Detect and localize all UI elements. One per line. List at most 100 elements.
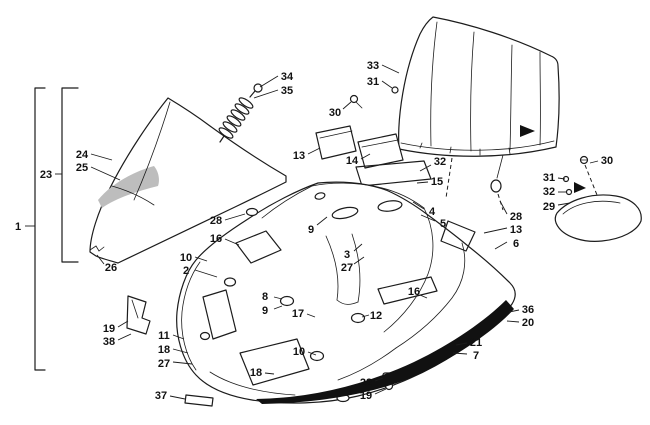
callout-text: 16 (408, 286, 420, 298)
assembly-bracket-side-panel (61, 87, 79, 263)
callout-text: 26 (105, 262, 117, 274)
callout-19-a: 19 (103, 320, 129, 335)
callout-text: 28 (510, 211, 522, 223)
callout-text: 30 (329, 107, 341, 119)
callout-text: 34 (281, 71, 294, 83)
callout-36: 36 (508, 304, 534, 316)
leader-line (172, 334, 185, 340)
callout-text: 18 (158, 344, 170, 356)
deflector-arrow-marker (574, 182, 586, 193)
callout-21: 21 (455, 337, 482, 349)
hood (176, 181, 516, 404)
callout-text: 1 (15, 221, 21, 233)
callout-34: 34 (259, 71, 294, 88)
callout-33: 33 (367, 60, 400, 74)
leader-line (557, 177, 566, 180)
callout-text: 5 (440, 218, 446, 230)
leader-line (117, 320, 129, 328)
callout-text: 22 (360, 377, 372, 389)
leader-line (374, 377, 384, 382)
vent-strip (355, 160, 432, 187)
callout-text: 32 (543, 186, 555, 198)
callout-text: 21 (470, 337, 482, 349)
callout-text: 38 (103, 336, 115, 348)
callout-text: 9 (262, 305, 268, 317)
leader-line (194, 256, 208, 262)
callout-28-b: 28 (499, 200, 522, 223)
leader-line (307, 351, 317, 356)
leader-line (172, 348, 189, 354)
leader-line (316, 216, 328, 226)
callout-text: 27 (341, 262, 353, 274)
leader-line (361, 314, 370, 318)
callout-26: 26 (96, 254, 117, 274)
leader-line (589, 160, 599, 164)
callout-22: 22 (360, 377, 384, 389)
callout-30-b: 30 (589, 155, 613, 167)
callout-text: 3 (344, 249, 350, 261)
callout-15: 15 (416, 176, 443, 188)
leader-line (483, 227, 508, 234)
callout-text: 28 (210, 215, 222, 227)
windshield-mount-grommet (490, 179, 502, 193)
side-panel (89, 97, 287, 264)
leader-line (224, 213, 246, 221)
panel-logo (89, 245, 105, 252)
callout-text: 31 (543, 172, 555, 184)
mount-bracket (126, 295, 151, 335)
brand-subtext-line (427, 323, 469, 346)
leader-line (259, 75, 279, 88)
leader-line (342, 101, 352, 110)
callout-27-a: 27 (341, 256, 365, 274)
callout-text: 25 (76, 162, 88, 174)
callout-20: 20 (506, 317, 534, 329)
leader-line (499, 200, 508, 215)
callout-text: 14 (346, 155, 359, 167)
leader-line (374, 388, 387, 395)
callout-37: 37 (155, 390, 186, 402)
leader-line (96, 254, 105, 265)
callout-text: 32 (434, 156, 446, 168)
callout-text: 19 (103, 323, 115, 335)
assembly-bracket-full (34, 87, 46, 371)
leader-line (273, 296, 283, 300)
callout-38: 38 (103, 333, 132, 348)
callout-text: 30 (601, 155, 613, 167)
leader-line (90, 166, 121, 181)
callout-28-a: 28 (210, 213, 246, 227)
callout-text: 33 (367, 60, 379, 72)
leader-line (381, 80, 393, 89)
callout-5: 5 (420, 214, 446, 230)
callout-3: 3 (344, 243, 363, 261)
callout-24: 24 (76, 149, 113, 161)
leader-line (420, 214, 436, 222)
leader-line (412, 201, 425, 210)
callout-11: 11 (158, 330, 185, 342)
callout-text: 20 (522, 317, 534, 329)
callout-2: 2 (183, 265, 218, 278)
callouts: 1 23 24 25 26 34 35 33 31 30 13 14 32 15… (15, 60, 613, 402)
callout-text: 9 (308, 224, 314, 236)
callout-35: 35 (253, 85, 293, 99)
callout-text: 10 (293, 346, 305, 358)
callout-7: 7 (452, 350, 479, 362)
callout-32-a: 32 (419, 156, 446, 172)
callout-text: 35 (281, 85, 293, 97)
callout-text: 4 (429, 206, 436, 218)
windshield-screw (391, 86, 399, 94)
callout-text: 29 (543, 201, 555, 213)
callout-25: 25 (76, 162, 121, 181)
leader-line (452, 352, 468, 355)
foam-panels (315, 125, 404, 169)
leader-line (117, 333, 132, 341)
callout-27-b: 27 (158, 358, 193, 370)
leader-line (416, 181, 429, 184)
callout-9-b: 9 (262, 305, 283, 317)
callout-13-a: 13 (293, 147, 321, 162)
callout-9-a: 9 (308, 216, 328, 236)
callout-31-b: 31 (543, 172, 566, 184)
callout-16-b: 16 (408, 286, 428, 299)
callout-6: 6 (494, 238, 519, 250)
callout-12: 12 (361, 310, 382, 322)
callout-text: 36 (522, 304, 534, 316)
